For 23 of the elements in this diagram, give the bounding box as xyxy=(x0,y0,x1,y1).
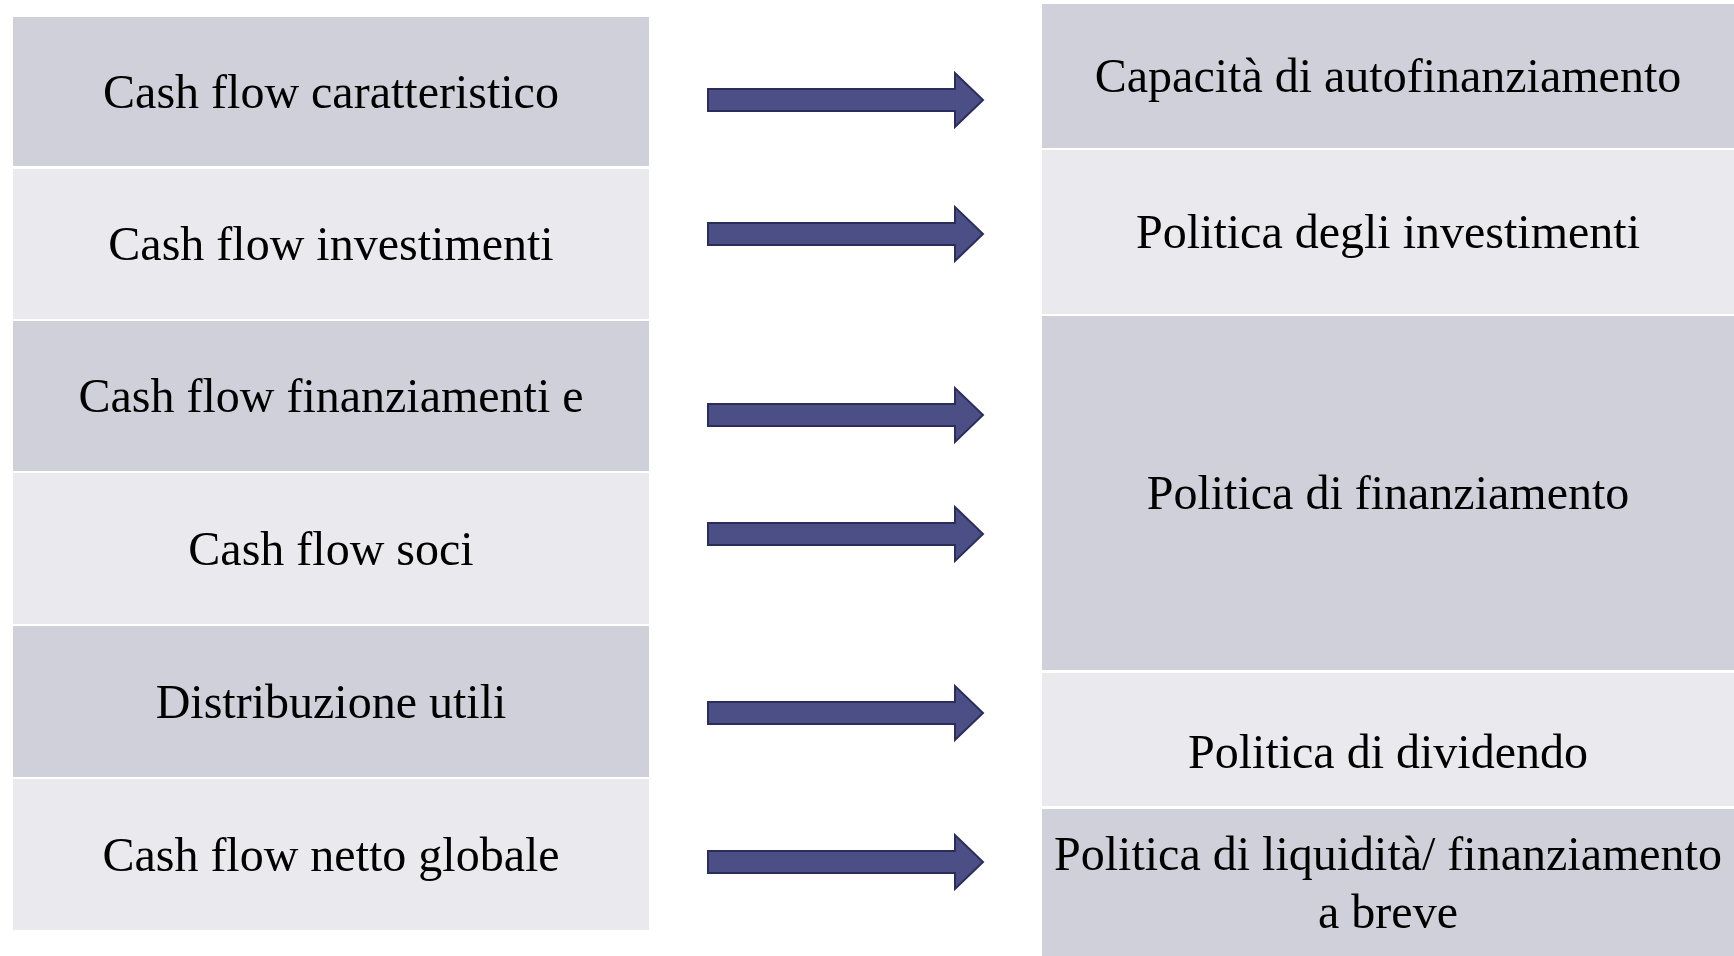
box-label: Cash flow soci xyxy=(188,520,474,577)
box-label: Politica degli investimenti xyxy=(1136,204,1640,261)
text-box xyxy=(1042,4,1734,148)
box-label: Cash flow netto globale xyxy=(102,826,560,883)
box-label: Cash flow caratteristico xyxy=(103,63,559,120)
block-arrow xyxy=(707,385,985,445)
box-label: Politica di finanziamento xyxy=(1146,465,1630,522)
text-box xyxy=(1042,809,1734,956)
box-label: Cash flow finanziamenti e xyxy=(78,368,584,425)
block-arrow xyxy=(707,683,985,743)
block-arrow xyxy=(707,504,985,564)
box-label: Distribuzione utili xyxy=(155,673,507,730)
block-arrow xyxy=(707,832,985,892)
block-arrow xyxy=(707,204,985,264)
box-label: Capacità di autofinanziamento xyxy=(1094,48,1682,105)
box-label: Politica di dividendo xyxy=(1188,723,1588,780)
box-label: Politica di liquidità/ finanziamento a breve xyxy=(1053,825,1723,940)
text-box xyxy=(13,17,649,166)
text-box xyxy=(13,626,649,777)
text-box xyxy=(13,321,649,471)
text-box xyxy=(1042,316,1734,670)
box-label: Cash flow investimenti xyxy=(108,216,554,273)
block-arrow xyxy=(707,70,985,130)
